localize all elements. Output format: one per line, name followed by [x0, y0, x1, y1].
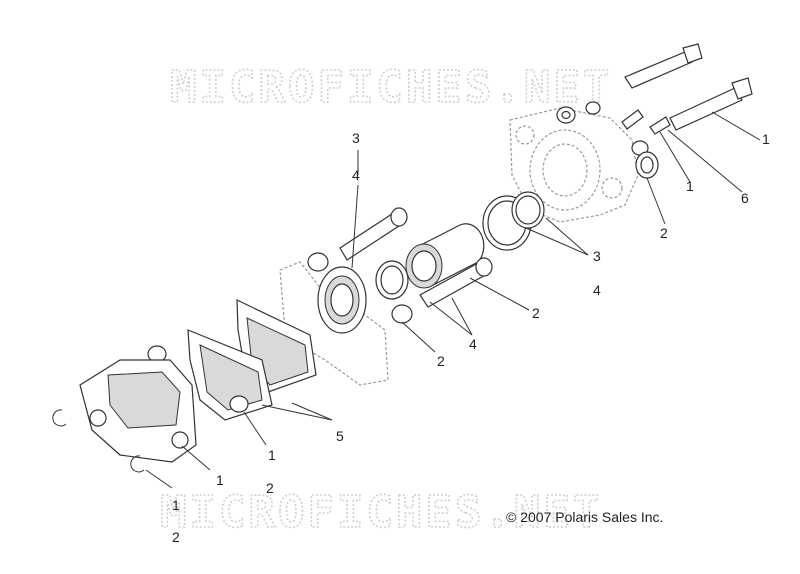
caliper-bolt-upper — [624, 43, 703, 89]
bushings — [307, 252, 413, 324]
callout-2-washer: 2 — [660, 225, 668, 241]
callout-2-bushing: 2 — [437, 353, 445, 369]
slide-pin-upper — [339, 207, 408, 261]
callout-4-top: 4 — [352, 167, 360, 183]
callout-4-seals: 4 — [593, 282, 601, 298]
caliper-housing-outer — [509, 107, 639, 223]
callout-3-top: 3 — [352, 130, 360, 146]
washers-right — [556, 101, 659, 179]
caliper-body-left — [79, 359, 197, 463]
retaining-clips — [52, 409, 145, 473]
watermark-bottom: MICROFICHES.NET — [160, 487, 602, 538]
bleeder-screw — [621, 109, 671, 135]
caliper-bolt-lower — [669, 77, 753, 131]
callout-1-clip: 1 — [172, 497, 180, 513]
leader-lines — [145, 111, 761, 489]
watermark-top: MICROFICHES.NET — [170, 62, 612, 113]
piston-seals — [482, 191, 545, 251]
brake-pad-outer — [187, 329, 273, 421]
slide-pin-lower — [419, 257, 493, 308]
caliper-piston — [405, 223, 485, 289]
callout-1-body: 1 — [216, 472, 224, 488]
callout-2-pin: 2 — [532, 305, 540, 321]
callout-2-body: 2 — [266, 480, 274, 496]
copyright-text: © 2007 Polaris Sales Inc. — [506, 509, 663, 525]
callout-2-clip: 2 — [172, 529, 180, 545]
callout-1-bushing-left: 1 — [268, 447, 276, 463]
callout-1-bleeder: 1 — [686, 178, 694, 194]
callout-5-pads: 5 — [336, 428, 344, 444]
callout-1-bolt: 1 — [762, 131, 770, 147]
callout-4-pins: 4 — [469, 336, 477, 352]
left-bushings — [147, 345, 249, 413]
callout-6: 6 — [741, 190, 749, 206]
callout-3-seals: 3 — [593, 248, 601, 264]
piston-ring — [375, 260, 409, 300]
